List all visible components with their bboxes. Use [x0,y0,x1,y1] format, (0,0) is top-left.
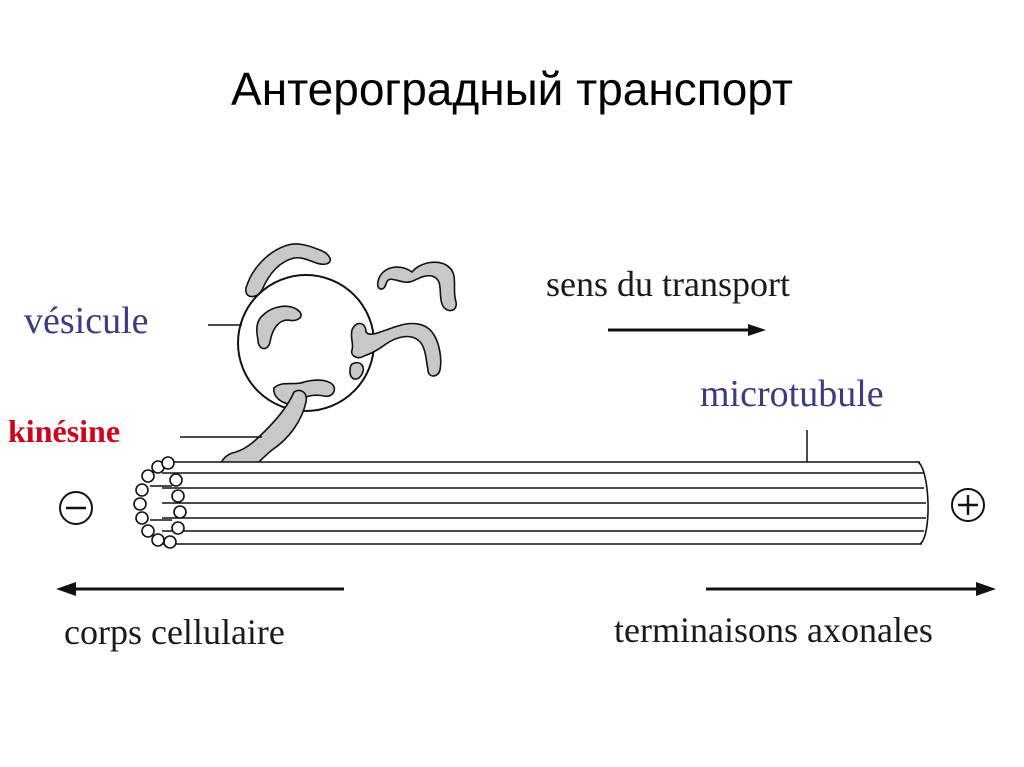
slide-title: Антероградный транспорт [231,63,793,115]
microtubule-label: microtubule [700,373,884,415]
protein-top-right [376,261,457,312]
axon-terminals-label: terminaisons axonales [614,610,933,650]
protein-inner-left [256,305,302,350]
protein-right-arm [350,322,442,377]
protein-inner-right [349,361,365,380]
minus-end-symbol [59,491,93,525]
vesicle-label: vésicule [24,300,149,342]
protein-top-left [245,243,332,298]
plus-end-symbol [951,488,985,522]
transport-direction-arrow [608,324,766,336]
kinesin-label: kinésine [8,413,120,449]
axon-terminals-arrow [706,582,996,596]
microtubule [133,456,929,549]
transport-direction-label: sens du transport [546,264,790,304]
cell-body-label: corps cellulaire [64,612,285,652]
microtubule-end-ring [133,456,187,549]
cell-body-arrow [56,582,344,596]
vesicle-proteins [245,243,457,405]
